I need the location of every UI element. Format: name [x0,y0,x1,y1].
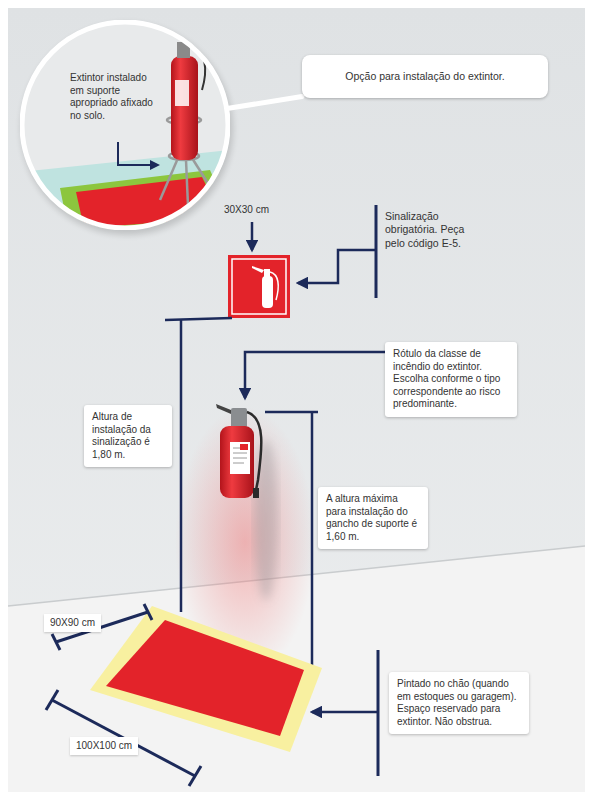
inset-outline [22,22,228,228]
height-bracket [311,412,314,668]
height-bracket [265,411,318,414]
callout-text: Opção para instalação do extintor. [314,70,536,83]
leader-line [298,250,376,283]
dimension-label: 30X30 cm [224,204,269,216]
callout-box: A altura máxima para instalação do ganch… [318,487,428,549]
inset-circle: Extintor instalado em suporte apropriado… [20,20,230,230]
inset-leader [118,142,158,165]
callout-text: Altura de instalação da sinalização é 1,… [92,411,164,461]
red-glow [175,380,315,650]
speech-bubble: Opção para instalação do extintor. [302,55,548,98]
callout-box: Pintado no chão (quando em estoques ou g… [389,672,529,734]
callout-box: Altura de instalação da sinalização é 1,… [84,405,172,467]
callout-text: Pintado no chão (quando em estoques ou g… [397,678,521,728]
leader-line [312,711,378,714]
leader-line [245,352,385,398]
callout-text: A altura máxima para instalação do ganch… [326,493,420,543]
inset-extinguisher [171,56,198,160]
callout-text: Sinalização obrigatória. Peça pelo códig… [385,210,479,250]
fire-sign [228,255,290,318]
inset-illustration [20,20,234,238]
wall-extinguisher [216,404,261,498]
height-bracket [165,318,232,320]
inset-floor-square [76,177,222,228]
wall [8,8,585,792]
callout-text: Rótulo da classe de incêndio do extintor… [393,348,509,411]
dimension-label: 100X100 cm [70,737,138,755]
floor-square [106,620,304,736]
dimension-label: 90X90 cm [44,614,101,632]
callout-box: Rótulo da classe de incêndio do extintor… [385,342,517,417]
height-bracket [180,320,183,612]
size-arrow [251,222,254,250]
callout-text: Extintor instalado em suporte apropriado… [70,72,162,122]
callout-bar [375,205,378,298]
sign-extinguisher-icon [252,266,278,308]
bubble-tail [229,96,302,108]
inset-ring [20,20,230,230]
callout-text: Sinalização obrigatória. Peça pelo códig… [385,210,479,250]
floor-square-border [90,606,322,752]
extinguisher-shadow [254,440,278,600]
